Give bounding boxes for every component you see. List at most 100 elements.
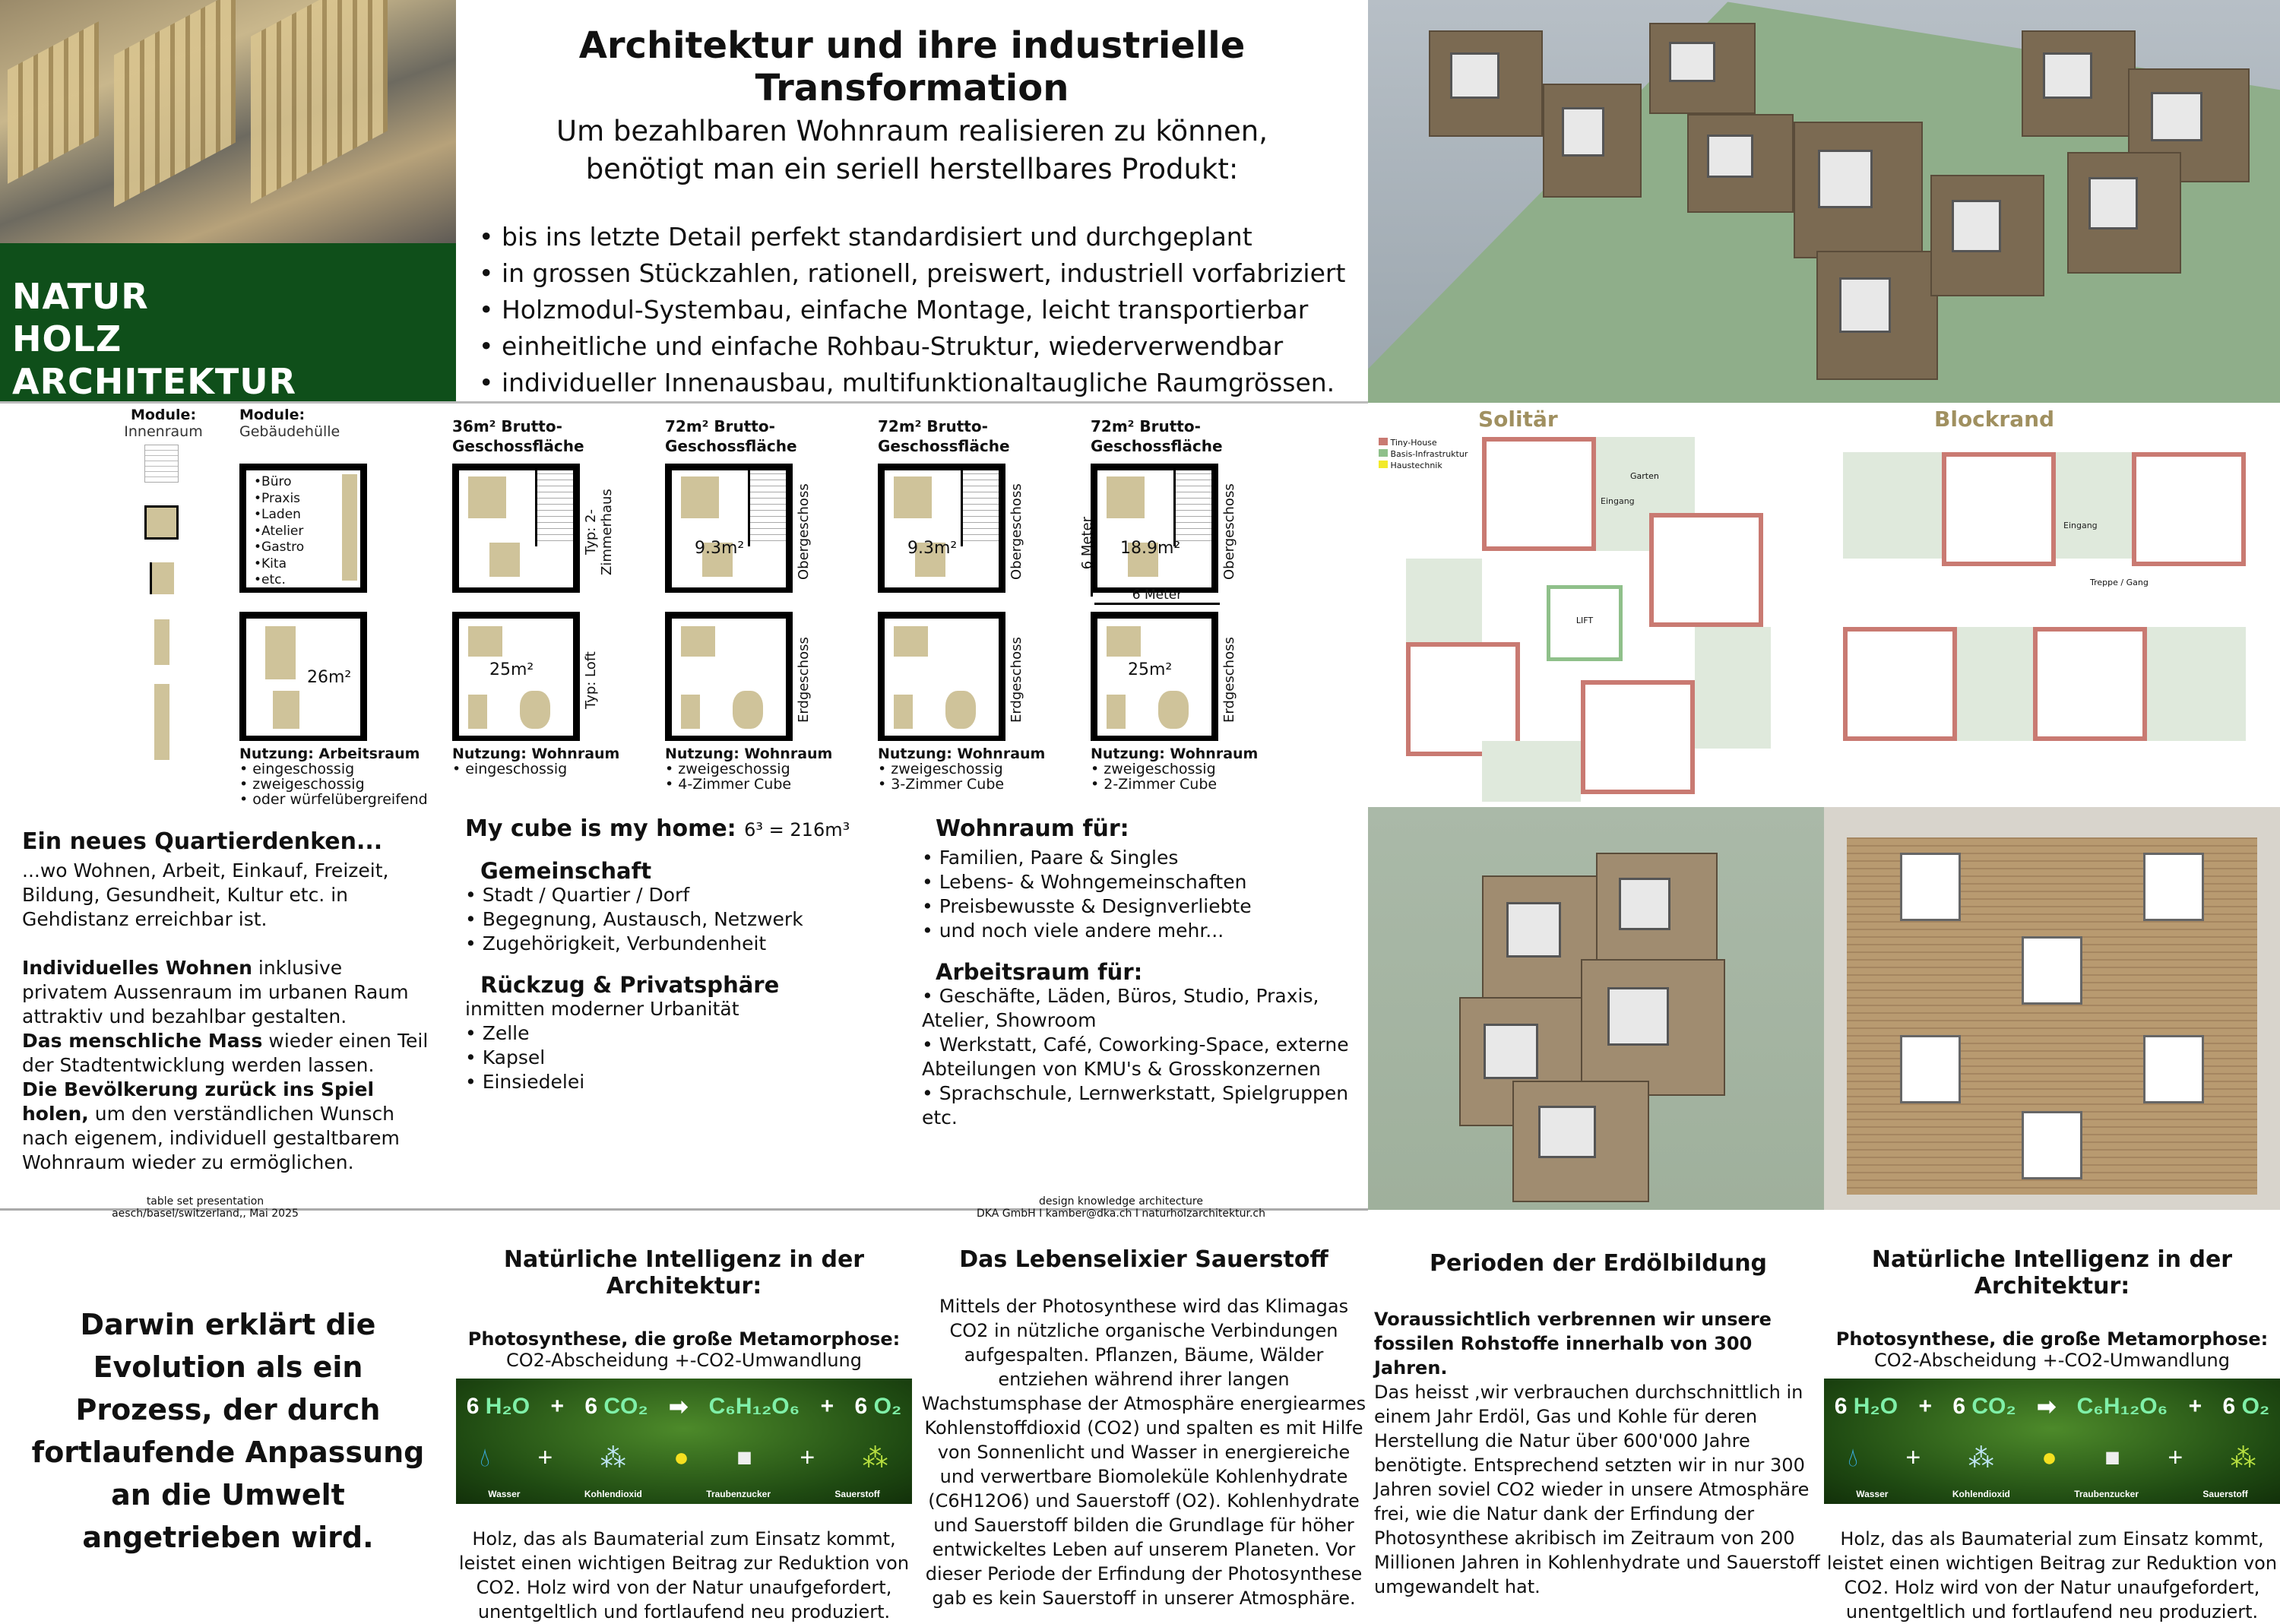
floor-label: Typ: Loft bbox=[583, 651, 599, 709]
usage-note: • 4-Zimmer Cube bbox=[665, 776, 792, 793]
paragraph: Holz, das als Baumaterial zum Einsatz ko… bbox=[1826, 1528, 2278, 1622]
term: 6 CO₂ bbox=[584, 1394, 648, 1420]
list-item: • und noch viele andere mehr... bbox=[922, 920, 1224, 942]
arrow-icon: ➡ bbox=[669, 1394, 689, 1420]
area-label: 9.3m² bbox=[907, 539, 958, 558]
footer-left: table set presentation aesch/basel/switz… bbox=[91, 1195, 319, 1220]
section-heading: My cube is my home: 6³ = 216m³ bbox=[465, 817, 891, 842]
floor-label: Obergeschoss bbox=[1009, 483, 1024, 581]
paragraph: Die Bevölkerung zurück ins Spiel holen, … bbox=[22, 1078, 432, 1175]
water-drop-icon: 💧︎ bbox=[1848, 1443, 1858, 1472]
header: Architektur und ihre industrielle Transf… bbox=[456, 0, 1368, 403]
use-item: •Gastro bbox=[254, 540, 305, 555]
module-shell-header: Module: Gebäudehülle bbox=[239, 407, 340, 440]
equation-labels: Wasser Kohlendioxid Traubenzucker Sauers… bbox=[456, 1489, 912, 1499]
plan-header: 72m² Brutto- Geschossfläche bbox=[665, 416, 797, 456]
usage-title: Nutzung: Wohnraum bbox=[452, 746, 620, 762]
list-item: Holzmodul-Systembau, einfache Montage, l… bbox=[479, 292, 1368, 328]
floorplan-shell-upper: •Büro •Praxis •Laden •Atelier •Gastro •K… bbox=[239, 464, 367, 593]
divider bbox=[0, 401, 1368, 404]
use-item: •etc. bbox=[254, 572, 286, 587]
usage-title: Nutzung: Arbeitsraum bbox=[239, 746, 420, 762]
floorplan-upper bbox=[452, 464, 580, 593]
plus-icon: + bbox=[2168, 1443, 2183, 1472]
plan-area-title: 72m² Brutto- bbox=[665, 417, 775, 435]
module-inner-header: Module: Innenraum bbox=[122, 407, 205, 440]
footer-text: table set presentation bbox=[146, 1195, 264, 1208]
section-heading: Das Lebenselixier Sauerstoff bbox=[959, 1246, 1328, 1273]
plan-area-subtitle: Geschossfläche bbox=[1091, 437, 1223, 455]
subtitle-line: Um bezahlbaren Wohnraum realisieren zu k… bbox=[556, 115, 1268, 147]
darwin-quote: Darwin erklärt die Evolution als ein Pro… bbox=[31, 1308, 425, 1554]
molecule: CO₂ bbox=[1971, 1394, 2016, 1419]
coefficient: 6 bbox=[1952, 1394, 1972, 1419]
footer-text: aesch/basel/switzerland,, Mai 2025 bbox=[112, 1208, 299, 1220]
floorplan-lower: 25m² bbox=[452, 612, 580, 741]
molecule: O₂ bbox=[2241, 1394, 2270, 1419]
garden bbox=[2056, 452, 2132, 559]
molecule: H₂O bbox=[1853, 1394, 1898, 1419]
tiny-house bbox=[2033, 627, 2147, 741]
coefficient: 6 bbox=[854, 1394, 874, 1419]
section-heading: Gemeinschaft bbox=[480, 858, 652, 884]
formula: 6 H₂O + 6 CO₂ ➡ C₆H₁₂O₆ + 6 O₂ bbox=[456, 1394, 912, 1420]
garden: Garten bbox=[1596, 437, 1695, 551]
plan-area-title: 36m² Brutto- bbox=[452, 417, 562, 435]
text: inklusive privatem Aussenraum im urbanen… bbox=[22, 957, 409, 1027]
label: Sauerstoff bbox=[2202, 1489, 2248, 1499]
section-heading: Ein neues Quartierdenken... bbox=[22, 828, 383, 855]
list-item: • Zugehörigkeit, Verbundenheit bbox=[465, 932, 767, 954]
entrance-label: Eingang bbox=[2063, 521, 2098, 530]
intro-text: inmitten moderner Urbanität bbox=[465, 998, 739, 1020]
coefficient: 6 bbox=[2222, 1394, 2242, 1419]
floor-label: Obergeschoss bbox=[1221, 483, 1237, 581]
subheading: Photosynthese, die große Metamorphose: bbox=[467, 1328, 901, 1350]
floor-label: Obergeschoss bbox=[796, 483, 812, 581]
oxygen-icon: ⁂ bbox=[862, 1444, 888, 1473]
term: 6 H₂O bbox=[467, 1394, 530, 1420]
section-heading: Arbeitsraum für: bbox=[936, 959, 1143, 985]
floor-label: Typ: 2-Zimmerhaus bbox=[583, 489, 615, 575]
paragraph: Mittels der Photosynthese wird das Klima… bbox=[921, 1296, 1366, 1609]
brand-line: NATUR bbox=[12, 276, 149, 317]
plus: + bbox=[2188, 1394, 2202, 1419]
molecule-icon: ⁂ bbox=[1968, 1444, 1994, 1473]
natural-intelligence-panel: Natürliche Intelligenz in der Architektu… bbox=[456, 1246, 912, 1624]
plan-area-title: 72m² Brutto- bbox=[1091, 417, 1201, 435]
plan-area-subtitle: Geschossfläche bbox=[665, 437, 797, 455]
facade-render bbox=[1824, 807, 2280, 1210]
usage-block: Nutzung: Wohnraum • zweigeschossig• 3-Zi… bbox=[878, 746, 1045, 792]
coefficient: 6 bbox=[1834, 1394, 1854, 1419]
usage-note: • zweigeschossig bbox=[239, 776, 365, 793]
usage-block: Nutzung: Wohnraum • zweigeschossig• 4-Zi… bbox=[665, 746, 832, 792]
section-heading: Natürliche Intelligenz in der Architektu… bbox=[1871, 1246, 2233, 1300]
list-item: individueller Innenausbau, multifunktion… bbox=[479, 365, 1368, 401]
section-heading: Perioden der Erdölbildung bbox=[1429, 1250, 1768, 1277]
garden bbox=[1843, 452, 1942, 559]
plan-header: 72m² Brutto- Geschossfläche bbox=[878, 416, 1010, 456]
lift-label: LIFT bbox=[1575, 616, 1594, 625]
list-item: • Einsiedelei bbox=[465, 1071, 585, 1093]
section-heading: Rückzug & Privatsphäre bbox=[480, 972, 780, 998]
usage-note: • eingeschossig bbox=[239, 761, 355, 777]
term: 6 O₂ bbox=[855, 1394, 902, 1420]
garden-label: Garten bbox=[1630, 471, 1659, 481]
label: Sauerstoff bbox=[834, 1489, 880, 1499]
usage-note: • 3-Zimmer Cube bbox=[878, 776, 1005, 793]
plus-icon: + bbox=[537, 1443, 553, 1472]
coefficient: 6 bbox=[466, 1394, 486, 1419]
usage-title: Nutzung: Wohnraum bbox=[878, 746, 1046, 762]
area-label: 26m² bbox=[307, 668, 352, 687]
oxygen-panel: Das Lebenselixier Sauerstoff Mittels der… bbox=[920, 1246, 1368, 1610]
use-item: •Atelier bbox=[254, 523, 304, 539]
plus-icon: + bbox=[800, 1443, 815, 1472]
entrance-label: Eingang bbox=[1601, 496, 1635, 506]
natural-intelligence-panel: Natürliche Intelligenz in der Architektu… bbox=[1824, 1246, 2280, 1624]
site-plans: Solitär Blockrand Tiny-House Basis-Infra… bbox=[1368, 407, 2280, 802]
legend-item: Haustechnik bbox=[1379, 460, 1468, 471]
sugar-cube-icon: ■ bbox=[736, 1443, 752, 1472]
tiny-house bbox=[1482, 437, 1596, 551]
plan-header: 72m² Brutto- Geschossfläche bbox=[1091, 416, 1223, 456]
molecule: CO₂ bbox=[603, 1394, 648, 1419]
list-item: • Zelle bbox=[465, 1022, 530, 1044]
